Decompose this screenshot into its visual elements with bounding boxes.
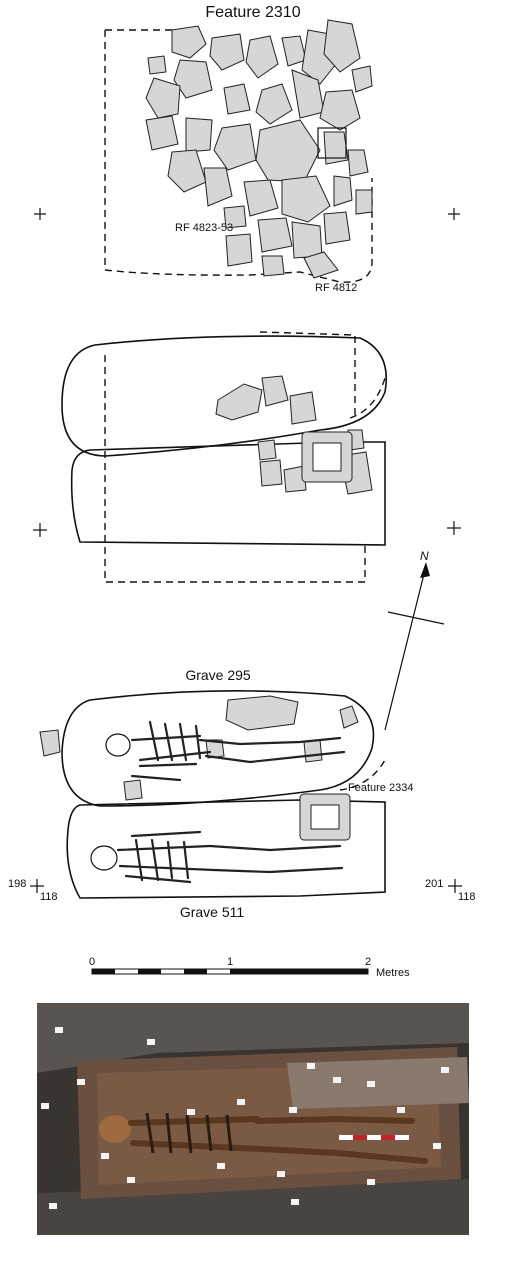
feature-2310-outline-middle [104,331,366,583]
grid-cross-upper-left [34,208,46,220]
feature-2334-stone-grave-511 [299,793,351,841]
feature-2310-outline [104,29,373,283]
scale-tick-0: 0 [89,956,95,968]
grid-cross-middle-right [447,521,461,535]
grid-point-se: 201 118 [425,878,476,903]
rf-4812-label: RF 4812 [315,282,357,294]
scale-unit: Metres [376,967,410,979]
grid-point-sw: 198 118 [8,878,58,903]
grid-cross-middle-left [33,523,47,537]
grave-511-skeleton [90,830,344,884]
rf-4823-label: RF 4823-53 [175,222,233,234]
grid-se-northing: 118 [458,891,476,903]
feature-2310-stones [145,19,373,279]
feature-2334-stone-middle [301,431,353,483]
feature-2334-arc-grave-295 [339,759,386,791]
grid-se-easting: 201 [425,878,443,890]
grave-295-skeleton [105,720,346,782]
grave-295-title: Grave 295 [185,667,251,683]
scale-tick-2: 2 [365,956,371,968]
grave-511-outline [66,799,386,899]
feature-2334-label: Feature 2334 [348,782,413,794]
north-arrow: N [384,549,445,731]
grave-511-title: Grave 511 [180,904,245,920]
grid-sw-northing: 118 [40,891,58,903]
feature-2334-arc-middle [349,377,386,419]
grid-sw-easting: 198 [8,878,26,890]
feature-2310-square-stone [317,127,347,159]
upper-grave-cut-middle [61,335,387,457]
north-label: N [420,549,429,563]
site-plan-drawing: Feature 2310 RF 48 [8,4,476,979]
grid-cross-upper-right [448,208,460,220]
scale-tick-1: 1 [227,956,233,968]
grave-295-outline [61,690,375,807]
lower-grave-cut-middle [70,441,386,546]
excavation-photograph [37,1003,469,1235]
scale-bar: 0 1 2 Metres [89,956,410,979]
feature-2310-title: Feature 2310 [205,4,300,21]
